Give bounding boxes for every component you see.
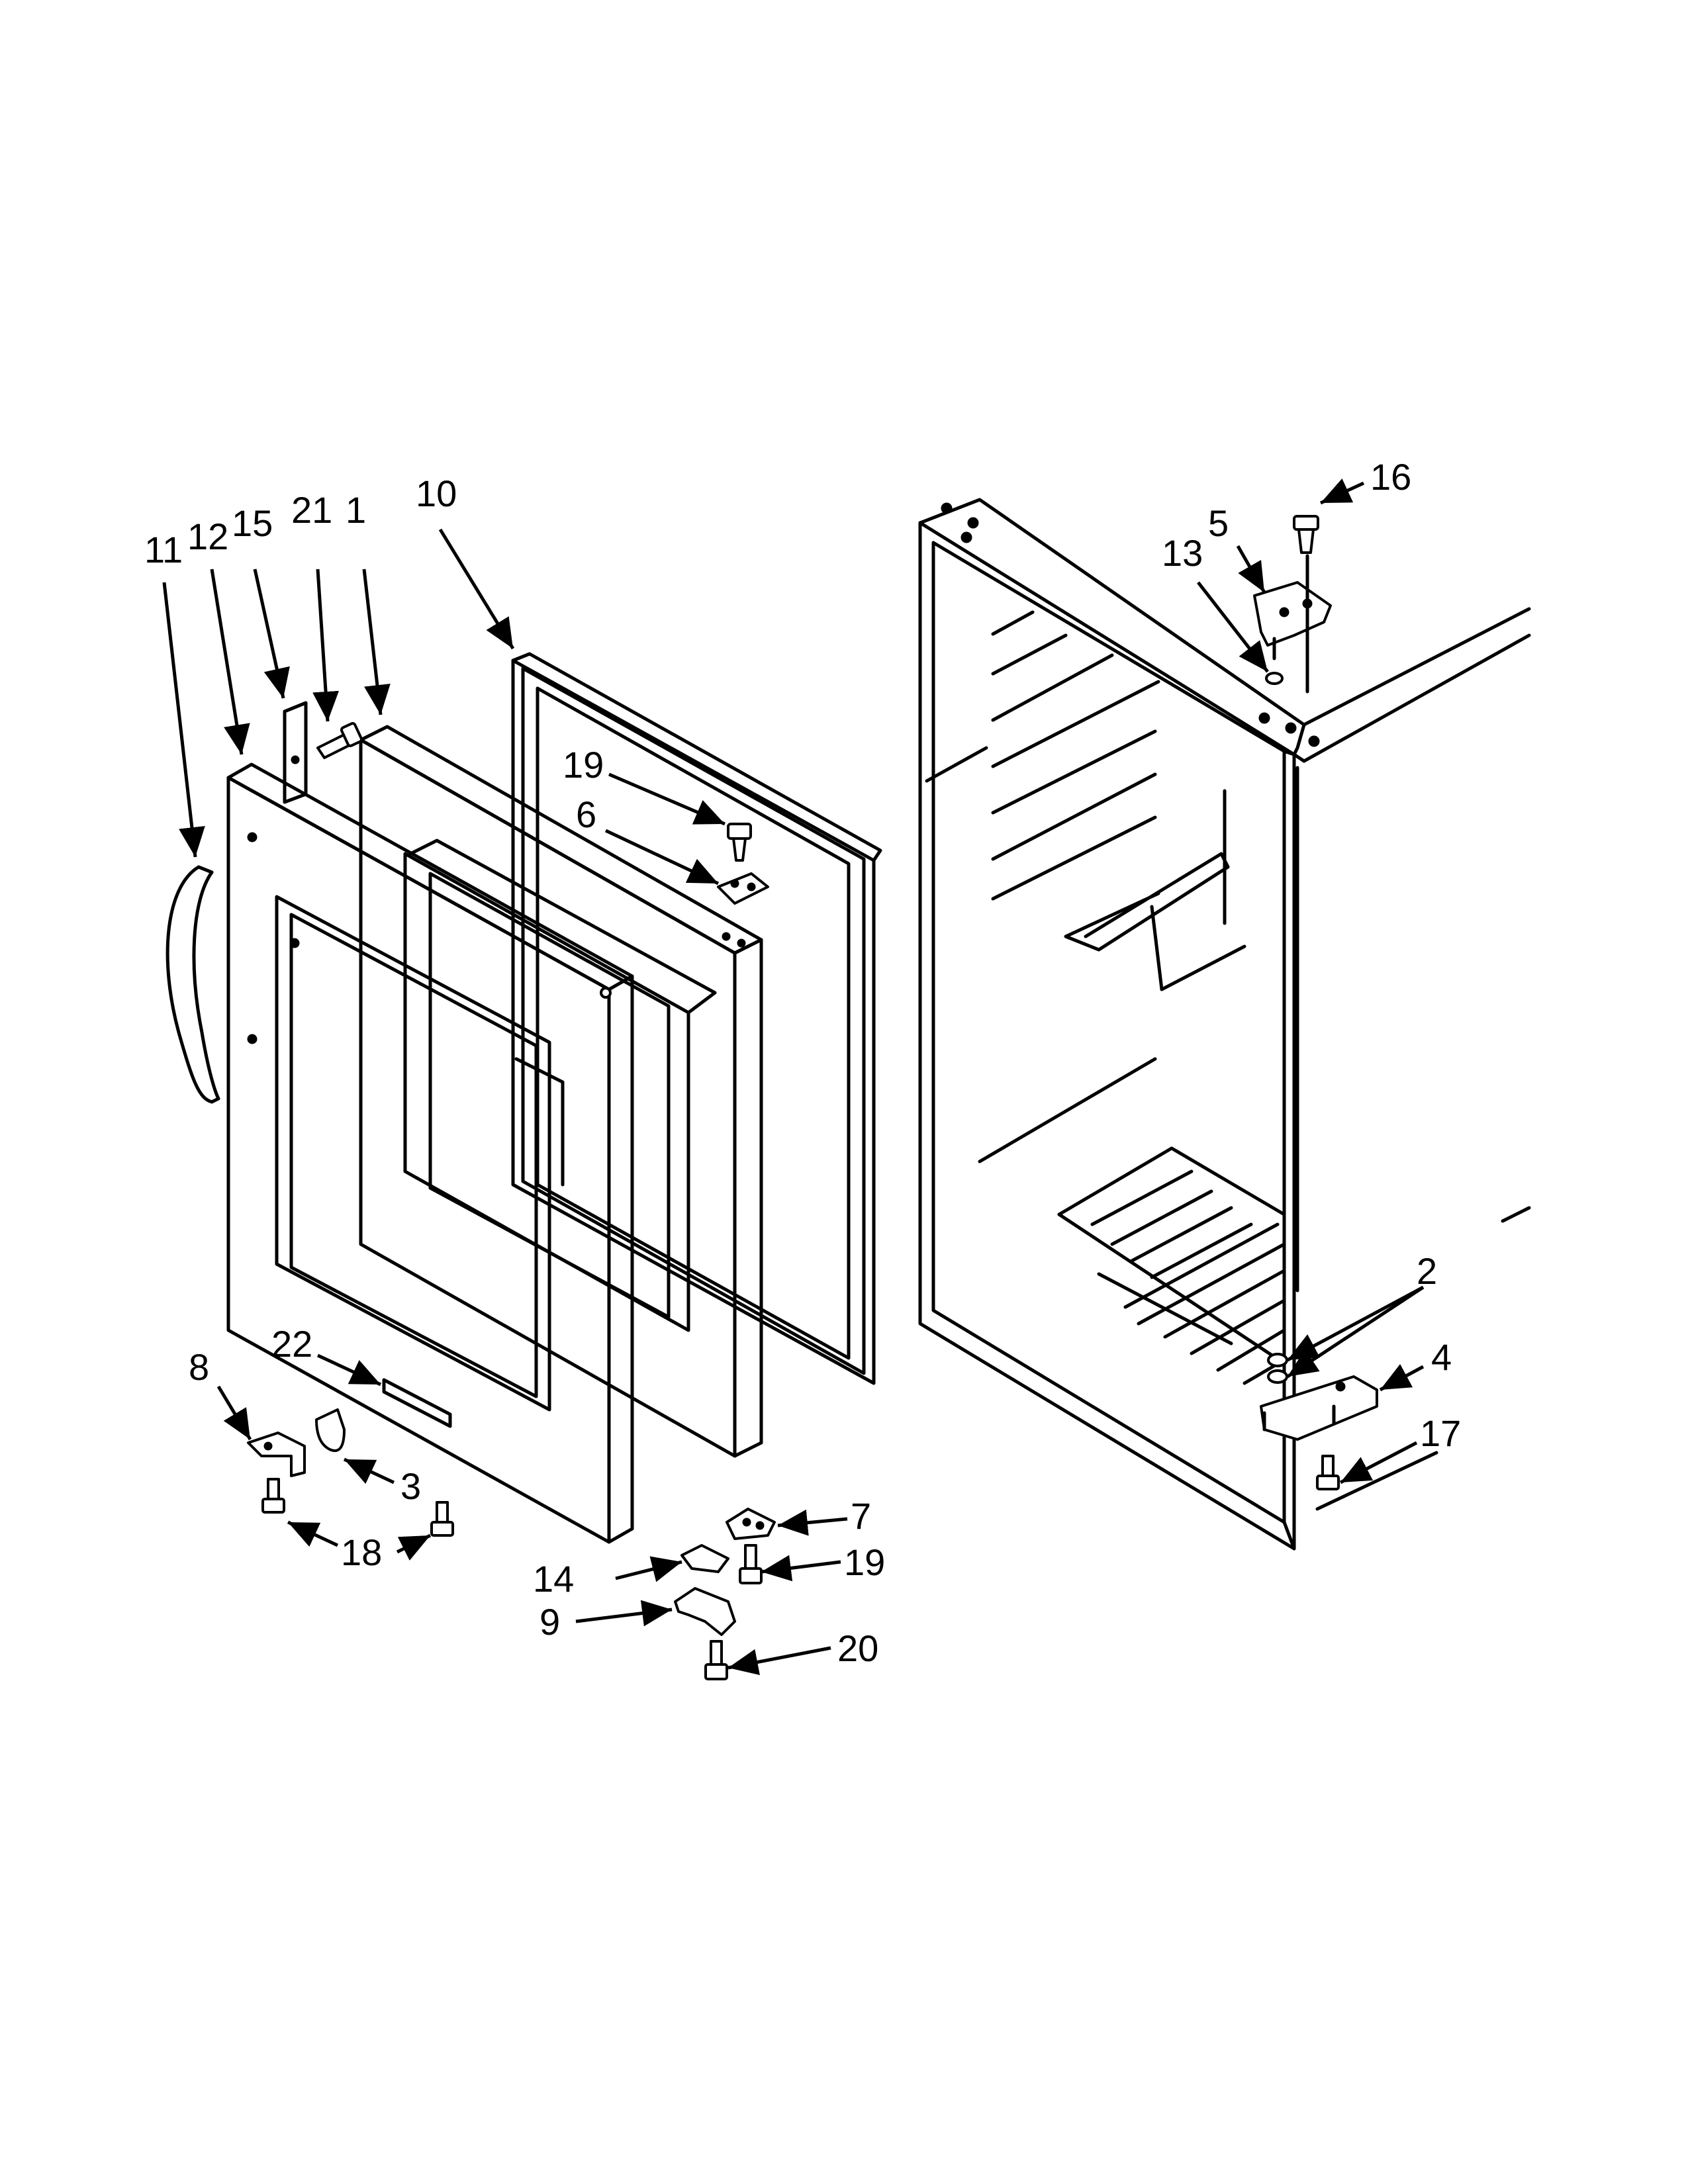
screw-19-bottom <box>739 1544 763 1584</box>
callout-labels: 11 12 15 21 1 10 19 6 16 5 13 2 4 17 8 2… <box>144 456 1461 1669</box>
callout-14: 14 <box>533 1558 574 1600</box>
hinge-cover <box>247 1432 306 1477</box>
callout-11: 11 <box>144 529 183 570</box>
callout-21: 21 <box>291 489 332 531</box>
top-hinge <box>1253 554 1332 694</box>
screw-18-left <box>261 1478 285 1514</box>
callout-1: 1 <box>346 489 366 531</box>
bottom-hinge <box>1260 1375 1378 1441</box>
leader-lines <box>162 478 1425 1676</box>
callout-10: 10 <box>416 473 457 514</box>
callout-12: 12 <box>187 516 228 557</box>
door-bottom-hinge <box>674 1587 736 1636</box>
door-hinge-plate-bottom <box>726 1508 776 1540</box>
nameplate <box>382 1378 452 1428</box>
callout-13: 13 <box>1162 532 1203 574</box>
screw-19-top <box>727 823 752 862</box>
hole-plug <box>315 1408 346 1452</box>
callout-22: 22 <box>271 1323 312 1365</box>
callout-6: 6 <box>576 794 596 835</box>
callout-3: 3 <box>400 1465 421 1507</box>
callout-15: 15 <box>232 502 273 544</box>
screw-18-right <box>430 1501 454 1537</box>
door-stop-bracket <box>283 701 308 804</box>
screw-20 <box>704 1640 728 1680</box>
hinge-spacer <box>1265 672 1284 685</box>
cabinet <box>918 498 1531 1551</box>
callout-19-bottom: 19 <box>844 1541 885 1583</box>
callout-17: 17 <box>1420 1412 1461 1454</box>
door-handle <box>165 865 220 1104</box>
callout-20: 20 <box>837 1627 878 1669</box>
callout-8: 8 <box>189 1346 209 1388</box>
screw-16 <box>1293 515 1319 554</box>
door-stop <box>680 1544 729 1573</box>
screw-17 <box>1316 1455 1340 1490</box>
callout-2: 2 <box>1417 1250 1437 1292</box>
callout-9: 9 <box>539 1601 560 1643</box>
screw-21 <box>316 722 363 759</box>
hinge-washers <box>1267 1353 1288 1384</box>
inner-door-liner <box>359 725 763 1458</box>
door-hinge-plate-top <box>717 872 769 905</box>
outer-door-panel <box>226 762 634 1544</box>
callout-18: 18 <box>341 1531 382 1573</box>
callout-7: 7 <box>851 1495 871 1537</box>
callout-5: 5 <box>1208 502 1229 544</box>
callout-4: 4 <box>1431 1336 1452 1378</box>
door-gasket <box>511 652 882 1385</box>
callout-19-top: 19 <box>563 744 604 786</box>
callout-16: 16 <box>1370 456 1411 498</box>
